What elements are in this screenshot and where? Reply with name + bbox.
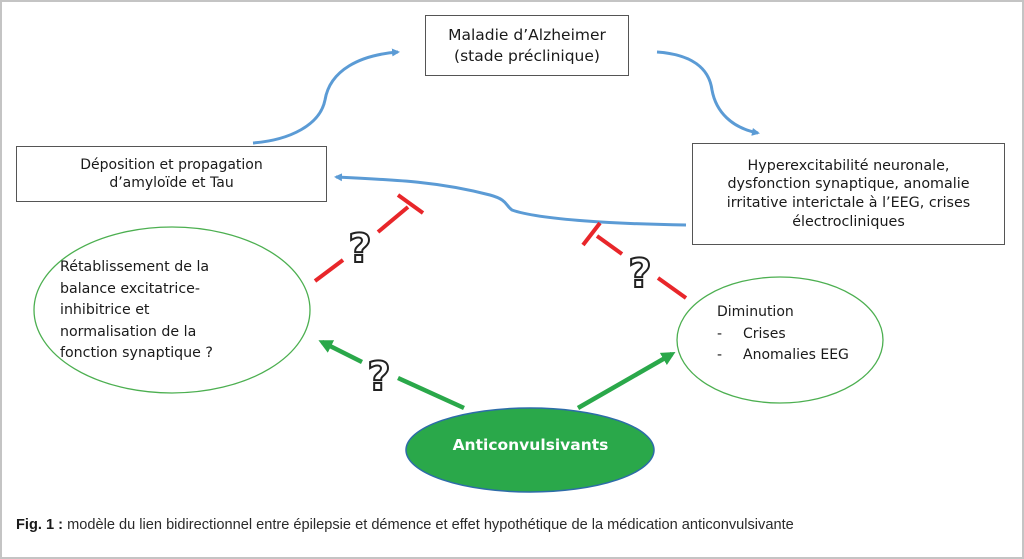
node-decrease-item-text: Crises (743, 325, 786, 342)
bullet-dash: - (717, 347, 723, 363)
activation-arrow-left-upper (318, 339, 364, 365)
node-decrease-item-text: Anomalies EEG (743, 347, 849, 363)
figure-caption: Fig. 1 : modèle du lien bidirectionnel e… (16, 517, 794, 533)
ellipse-decrease (676, 276, 884, 404)
node-anticonvulsants-label: Anticonvulsivants (452, 436, 609, 454)
node-restoration-line2: balance excitatrice- (60, 280, 200, 297)
ellipse-anticonvulsants[interactable] (405, 407, 655, 493)
question-mark-right-inhibition: ? (628, 251, 651, 297)
node-neuronal-hyperexcitability: Hyperexcitabilité neuronale, dysfonction… (692, 143, 1005, 245)
node-restoration-line1: Rétablissement de la (60, 259, 210, 275)
node-deposition-line2: d’amyloïde et Tau (109, 175, 234, 191)
inhibition-bar-left (396, 193, 425, 215)
bullet-dash: - (717, 325, 723, 342)
node-restoration-line5: fonction synaptique ? (60, 345, 213, 361)
activation-arrow-left-lower (397, 375, 465, 411)
node-decrease-item: - Anomalies EEG (717, 345, 887, 367)
question-mark-left-inhibition: ? (348, 226, 371, 272)
node-hyper-line3: irritative interictale à l’EEG, crises (726, 195, 971, 211)
inhibition-line-left-upper (376, 205, 410, 234)
arrow-alzheimer-to-hyperexcitability (656, 50, 760, 136)
node-alzheimer-line2: (stade préclinique) (454, 46, 600, 65)
node-hyper-line2: dysfonction synaptique, anomalie (727, 176, 970, 193)
node-deposition-line1: Déposition et propagation (80, 156, 263, 173)
node-alzheimer-preclinical: Maladie d’Alzheimer (stade préclinique) (425, 15, 629, 76)
figure-caption-label: Fig. 1 : (16, 517, 64, 533)
arrow-deposition-to-alzheimer (252, 48, 400, 145)
node-restoration-text: Rétablissement de la balance excitatrice… (60, 257, 300, 365)
node-hyper-line1: Hyperexcitabilité neuronale, (747, 157, 950, 174)
node-amyloid-tau-deposition: Déposition et propagation d’amyloïde et … (16, 146, 327, 202)
inhibition-bar-right (581, 221, 602, 247)
arrow-hyperexcitability-to-deposition (334, 173, 687, 227)
figure-caption-text: modèle du lien bidirectionnel entre épil… (63, 517, 794, 533)
activation-arrow-right (576, 352, 676, 410)
node-hyper-line4: électrocliniques (792, 213, 905, 230)
node-decrease-text: Diminution - Crises - Anomalies EEG (717, 302, 887, 367)
inhibition-line-left-lower (313, 258, 345, 283)
question-mark-activation: ? (367, 354, 390, 400)
inhibition-line-right-upper (595, 234, 624, 256)
node-decrease-item: - Crises (717, 324, 887, 346)
ellipse-restoration (33, 226, 311, 394)
node-restoration-line4: normalisation de la (60, 323, 197, 340)
inhibition-line-right-lower (656, 276, 688, 300)
node-alzheimer-line1: Maladie d’Alzheimer (448, 26, 606, 45)
node-decrease-title: Diminution (717, 304, 794, 320)
node-restoration-line3: inhibitrice et (60, 302, 150, 318)
